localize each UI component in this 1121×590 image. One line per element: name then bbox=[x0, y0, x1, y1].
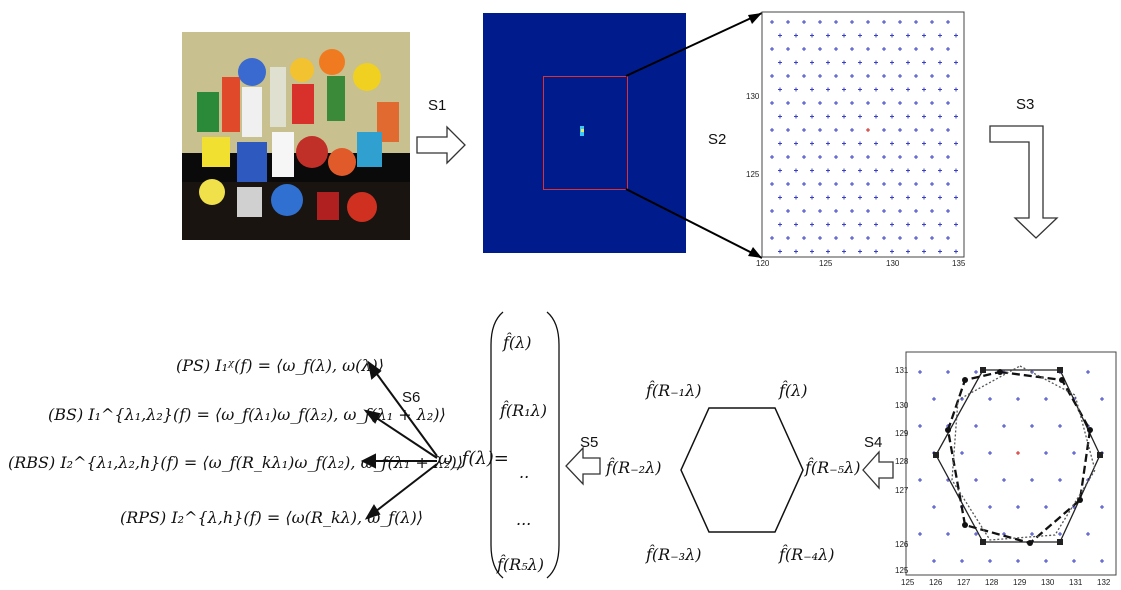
lattice-ytick: 125 bbox=[746, 170, 759, 179]
hex-xtick: 128 bbox=[985, 578, 998, 587]
hex-xtick: 125 bbox=[901, 578, 914, 587]
hex-xtick: 130 bbox=[1041, 578, 1054, 587]
vector-right-bracket bbox=[547, 312, 559, 578]
hex-ytick: 126 bbox=[895, 540, 908, 549]
hex-ytick: 130 bbox=[895, 401, 908, 410]
invariant-bs: (BS) I₁^{λ₁,λ₂}(f) = ⟨ω_f(λ₁)ω_f(λ₂), ω_… bbox=[48, 405, 446, 424]
hex-ytick: 127 bbox=[895, 486, 908, 495]
hex-xtick: 127 bbox=[957, 578, 970, 587]
vector-entry: f̂(R₅λ) bbox=[497, 555, 544, 574]
hex-label-mid-left: f̂(R₋₂λ) bbox=[606, 458, 661, 477]
step-label-s2: S2 bbox=[708, 131, 726, 148]
hex-label-top-right: f̂(λ) bbox=[779, 381, 808, 400]
invariant-rbs: (RBS) I₂^{λ₁,λ₂,h}(f) = ⟨ω_f(R_kλ₁)ω_f(λ… bbox=[8, 453, 463, 472]
s4-arrow bbox=[863, 452, 893, 488]
hexagon bbox=[681, 408, 803, 532]
hex-xtick: 131 bbox=[1069, 578, 1082, 587]
s3-arrow bbox=[990, 126, 1057, 238]
hex-label-bottom-left: f̂(R₋₃λ) bbox=[646, 545, 701, 564]
zoom-line-bottom bbox=[626, 189, 762, 258]
step-label-s6: S6 bbox=[402, 389, 420, 406]
vector-left-bracket bbox=[491, 312, 503, 578]
lattice-xtick: 125 bbox=[819, 259, 832, 268]
zoom-line-top bbox=[626, 13, 762, 76]
hex-ytick: 131 bbox=[895, 366, 908, 375]
hex-xtick: 126 bbox=[929, 578, 942, 587]
hex-label-bottom-right: f̂(R₋₄λ) bbox=[779, 545, 834, 564]
s6-arrows bbox=[363, 363, 437, 518]
vector-entry: ... bbox=[516, 510, 531, 529]
lattice-xtick: 130 bbox=[886, 259, 899, 268]
lattice-ytick: 130 bbox=[746, 92, 759, 101]
hex-label-mid-right: f̂(R₋₅λ) bbox=[805, 458, 860, 477]
hex-label-top-left: f̂(R₋₁λ) bbox=[646, 381, 701, 400]
step-label-s4: S4 bbox=[864, 434, 882, 451]
hex-xtick: 132 bbox=[1097, 578, 1110, 587]
hex-ytick: 128 bbox=[895, 457, 908, 466]
vector-entry: .. bbox=[519, 463, 529, 482]
s5-arrow bbox=[566, 448, 600, 484]
hex-ytick: 129 bbox=[895, 429, 908, 438]
hex-xtick: 129 bbox=[1013, 578, 1026, 587]
invariant-rps: (RPS) I₂^{λ,h}(f) = ⟨ω(R_kλ), ω_f(λ)⟩ bbox=[120, 508, 423, 527]
vector-entry: f̂(R₁λ) bbox=[500, 401, 547, 420]
step-label-s5: S5 bbox=[580, 434, 598, 451]
s1-arrow bbox=[417, 127, 465, 163]
step-label-s3: S3 bbox=[1016, 96, 1034, 113]
step-label-s1: S1 bbox=[428, 97, 446, 114]
lattice-xtick: 135 bbox=[952, 259, 965, 268]
lattice-xtick: 120 bbox=[756, 259, 769, 268]
invariant-ps: (PS) I₁ᵡ(f) = ⟨ω_f(λ), ω(λ)⟩ bbox=[176, 356, 384, 375]
hex-ytick: 125 bbox=[895, 566, 908, 575]
vector-entry: f̂(λ) bbox=[503, 333, 532, 352]
